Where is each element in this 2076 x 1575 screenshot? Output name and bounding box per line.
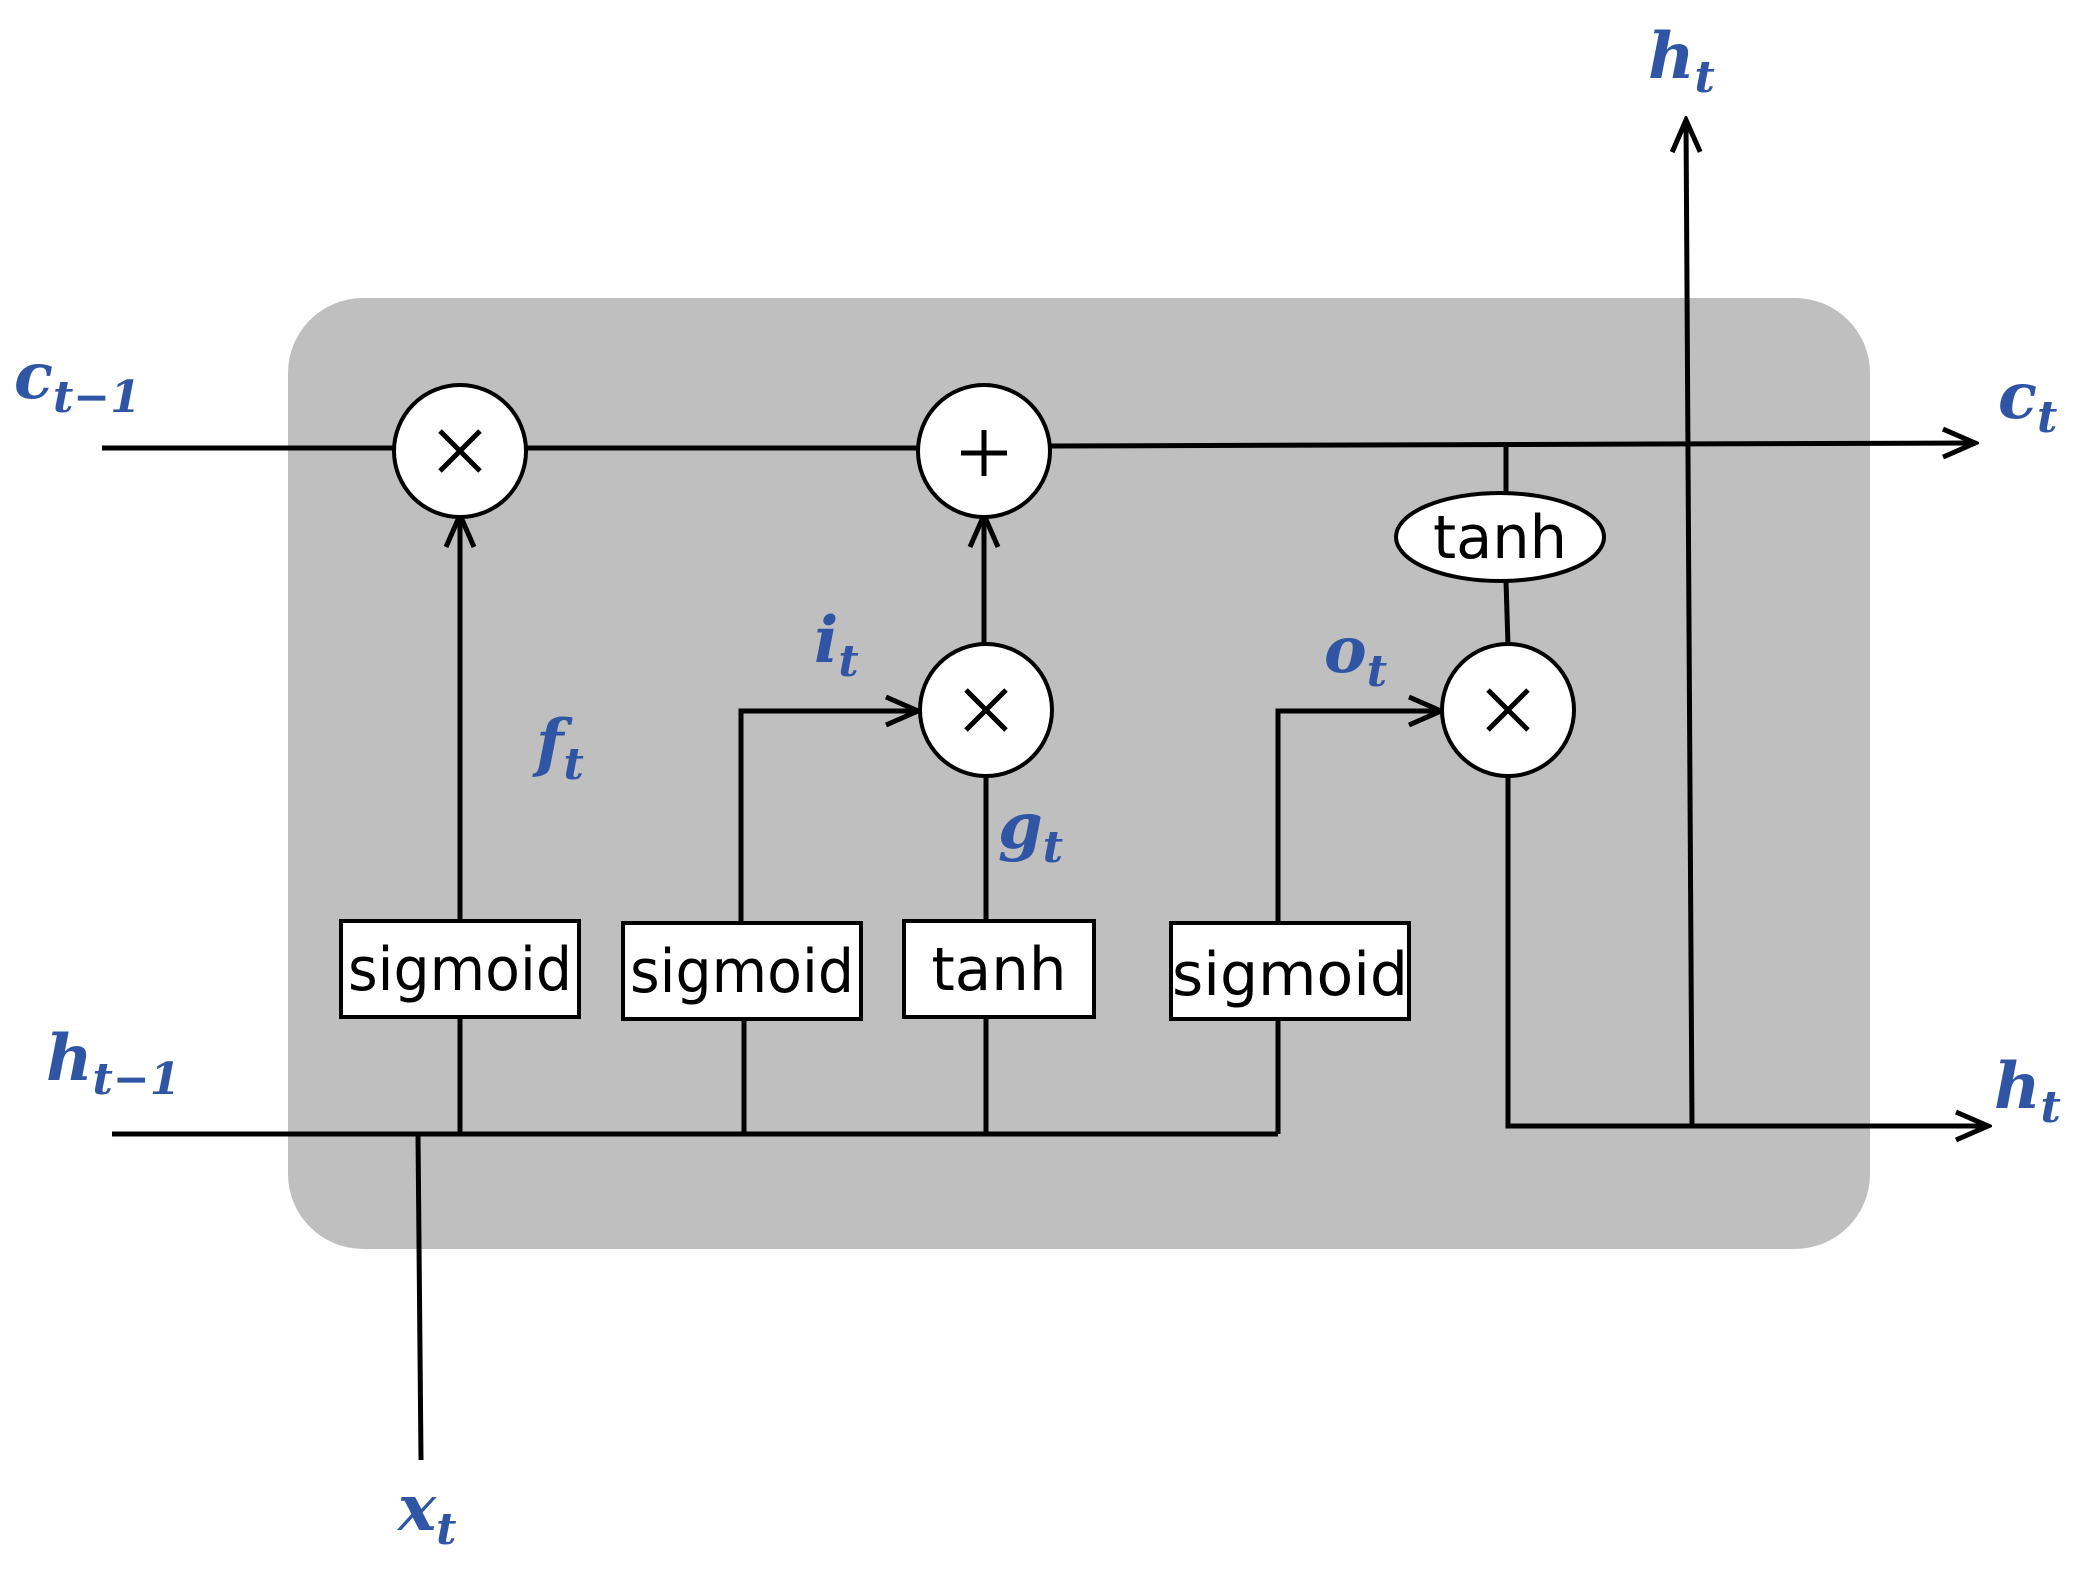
label-o: ot (1324, 613, 1387, 697)
label-f: ft (532, 706, 584, 790)
cell-tanh-label: tanh (1433, 503, 1567, 573)
input-gate-out (738, 711, 918, 921)
output-gate-box: sigmoid (1169, 921, 1411, 1021)
forget-multiply-op (392, 383, 528, 519)
output-gate-out (1275, 711, 1441, 921)
cell-tanh-ellipse: tanh (1394, 491, 1606, 583)
label-g: gt (998, 789, 1063, 873)
label-x: xt (396, 1471, 456, 1555)
x-input-line (415, 1133, 424, 1461)
forget-gate-box: sigmoid (339, 919, 581, 1019)
multiply-icon (438, 429, 482, 473)
forget-gate-label: sigmoid (348, 935, 572, 1005)
output-multiply-op (1440, 642, 1576, 778)
candidate-box: tanh (902, 919, 1096, 1019)
input-gate-label: sigmoid (630, 937, 854, 1007)
wires (102, 120, 1988, 1461)
plus-icon (961, 430, 1007, 476)
label-h-next: ht (1994, 1049, 2061, 1133)
label-h-prev: ht−1 (46, 1021, 180, 1105)
label-c-next: ct (1998, 359, 2057, 443)
multiply-icon (964, 688, 1008, 732)
hidden-out-line (1505, 776, 1988, 1126)
input-multiply-op (918, 642, 1054, 778)
output-gate-label: sigmoid (1172, 940, 1408, 1010)
label-i: it (814, 603, 859, 687)
label-h-up: ht (1648, 19, 1715, 103)
cell-add-op (916, 383, 1052, 519)
label-c-prev: ct−1 (14, 339, 141, 423)
candidate-label: tanh (932, 935, 1067, 1005)
input-gate-box: sigmoid (621, 921, 863, 1021)
multiply-icon (1486, 688, 1530, 732)
hidden-up-line (1686, 120, 1692, 1127)
cell-state-line-out (1049, 443, 1975, 446)
cell-tanh-out (1503, 580, 1511, 646)
